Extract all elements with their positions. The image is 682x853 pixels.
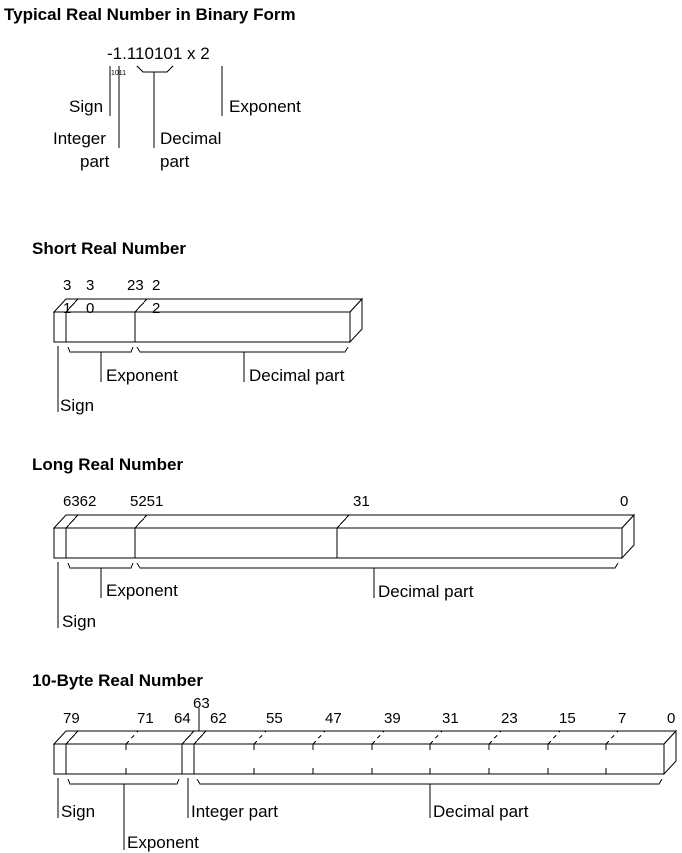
short-box-top (52, 298, 364, 313)
long-decimal-label: Decimal part (378, 582, 474, 601)
tenbyte-decimal-label: Decimal part (433, 802, 529, 821)
tenbyte-top-divider-sign (65, 730, 79, 745)
tenbyte-sign-label: Sign (61, 802, 95, 821)
tenbyte-box-top (52, 730, 678, 745)
byte-marker (371, 730, 385, 745)
typical-sign-label: Sign (69, 97, 103, 116)
long-exponent-brace (67, 562, 134, 569)
tenbyte-bit-64: 64 (174, 710, 191, 727)
tenbyte-top-divider-integer (193, 730, 207, 745)
byte-marker (488, 730, 502, 745)
typical-decimal-label-1: Decimal (160, 129, 221, 148)
long-sign-label: Sign (62, 612, 96, 631)
tenbyte-bit-71: 71 (137, 710, 154, 727)
long-top-divider-sign (65, 514, 79, 529)
typical-integer-label-2: part (80, 152, 110, 171)
byte-marker (605, 730, 619, 745)
short-bit-22-bottom: 2 (152, 300, 160, 317)
short-exponent-label: Exponent (106, 366, 178, 385)
byte-marker (429, 730, 443, 745)
long-decimal-brace (136, 562, 619, 569)
tenbyte-bit-63: 63 (193, 695, 210, 712)
tenbyte-bit-31: 31 (442, 710, 459, 727)
short-bit-30-bottom: 0 (86, 300, 94, 317)
typical-decimal-label-2: part (160, 152, 190, 171)
tenbyte-bit-15: 15 (559, 710, 576, 727)
long-bit-0: 0 (620, 493, 628, 510)
tenbyte-bit-47: 47 (325, 710, 342, 727)
short-box-front (53, 311, 351, 343)
short-exponent-brace (67, 346, 134, 353)
short-bit-31-bottom: 1 (63, 300, 71, 317)
long-bit-6362: 6362 (63, 493, 96, 510)
tenbyte-top-divider-exponent (181, 730, 195, 745)
typical-number: -1.110101 x 2 (107, 44, 210, 63)
typical-real-number-section: Typical Real Number in Binary Form -1.11… (4, 5, 301, 171)
long-title: Long Real Number (32, 455, 184, 474)
long-bit-31: 31 (353, 493, 370, 510)
tenbyte-box-front (53, 743, 665, 775)
tenbyte-bit-0: 0 (667, 710, 675, 727)
short-decimal-brace (136, 346, 349, 353)
short-bit-22-top: 2 (152, 277, 160, 294)
short-bit-30-top: 3 (86, 277, 94, 294)
byte-marker (312, 730, 326, 745)
long-bit-5251: 5251 (130, 493, 163, 510)
byte-marker (253, 730, 267, 745)
short-bit-31-top: 3 (63, 277, 71, 294)
tenbyte-title: 10-Byte Real Number (32, 671, 203, 690)
short-top-divider-exponent (134, 298, 148, 313)
short-sign-label: Sign (60, 396, 94, 415)
tenbyte-real-number-section: 10-Byte Real Number 63 (32, 671, 678, 852)
tenbyte-exponent-brace (67, 778, 180, 785)
tenbyte-exponent-label: Exponent (127, 833, 199, 852)
short-title: Short Real Number (32, 239, 186, 258)
decimal-brace (136, 65, 174, 73)
tenbyte-bit-23: 23 (501, 710, 518, 727)
long-top-divider-31 (336, 514, 350, 529)
short-top-divider-sign (65, 298, 79, 313)
long-exponent-label: Exponent (106, 581, 178, 600)
typical-integer-label-1: Integer (53, 129, 106, 148)
tenbyte-bit-39: 39 (384, 710, 401, 727)
tenbyte-bit-62: 62 (210, 710, 227, 727)
tenbyte-bit-7: 7 (618, 710, 626, 727)
short-decimal-label: Decimal part (249, 366, 345, 385)
long-box-front (53, 527, 623, 559)
byte-marker (125, 730, 139, 745)
short-real-number-section: Short Real Number 3 1 3 0 23 2 2 Exponen… (32, 239, 364, 415)
tenbyte-bit-55: 55 (266, 710, 283, 727)
tenbyte-integer-label: Integer part (191, 802, 278, 821)
typical-title: Typical Real Number in Binary Form (4, 5, 296, 24)
long-top-divider-exponent (134, 514, 148, 529)
tenbyte-byte-markers (125, 730, 619, 774)
short-bit-23: 23 (127, 277, 144, 294)
byte-marker (547, 730, 561, 745)
long-real-number-section: Long Real Number 6362 5251 31 0 Exponent… (32, 455, 636, 631)
tenbyte-decimal-brace (196, 778, 663, 785)
typical-exponent-label: Exponent (229, 97, 301, 116)
tenbyte-bit-79: 79 (63, 710, 80, 727)
